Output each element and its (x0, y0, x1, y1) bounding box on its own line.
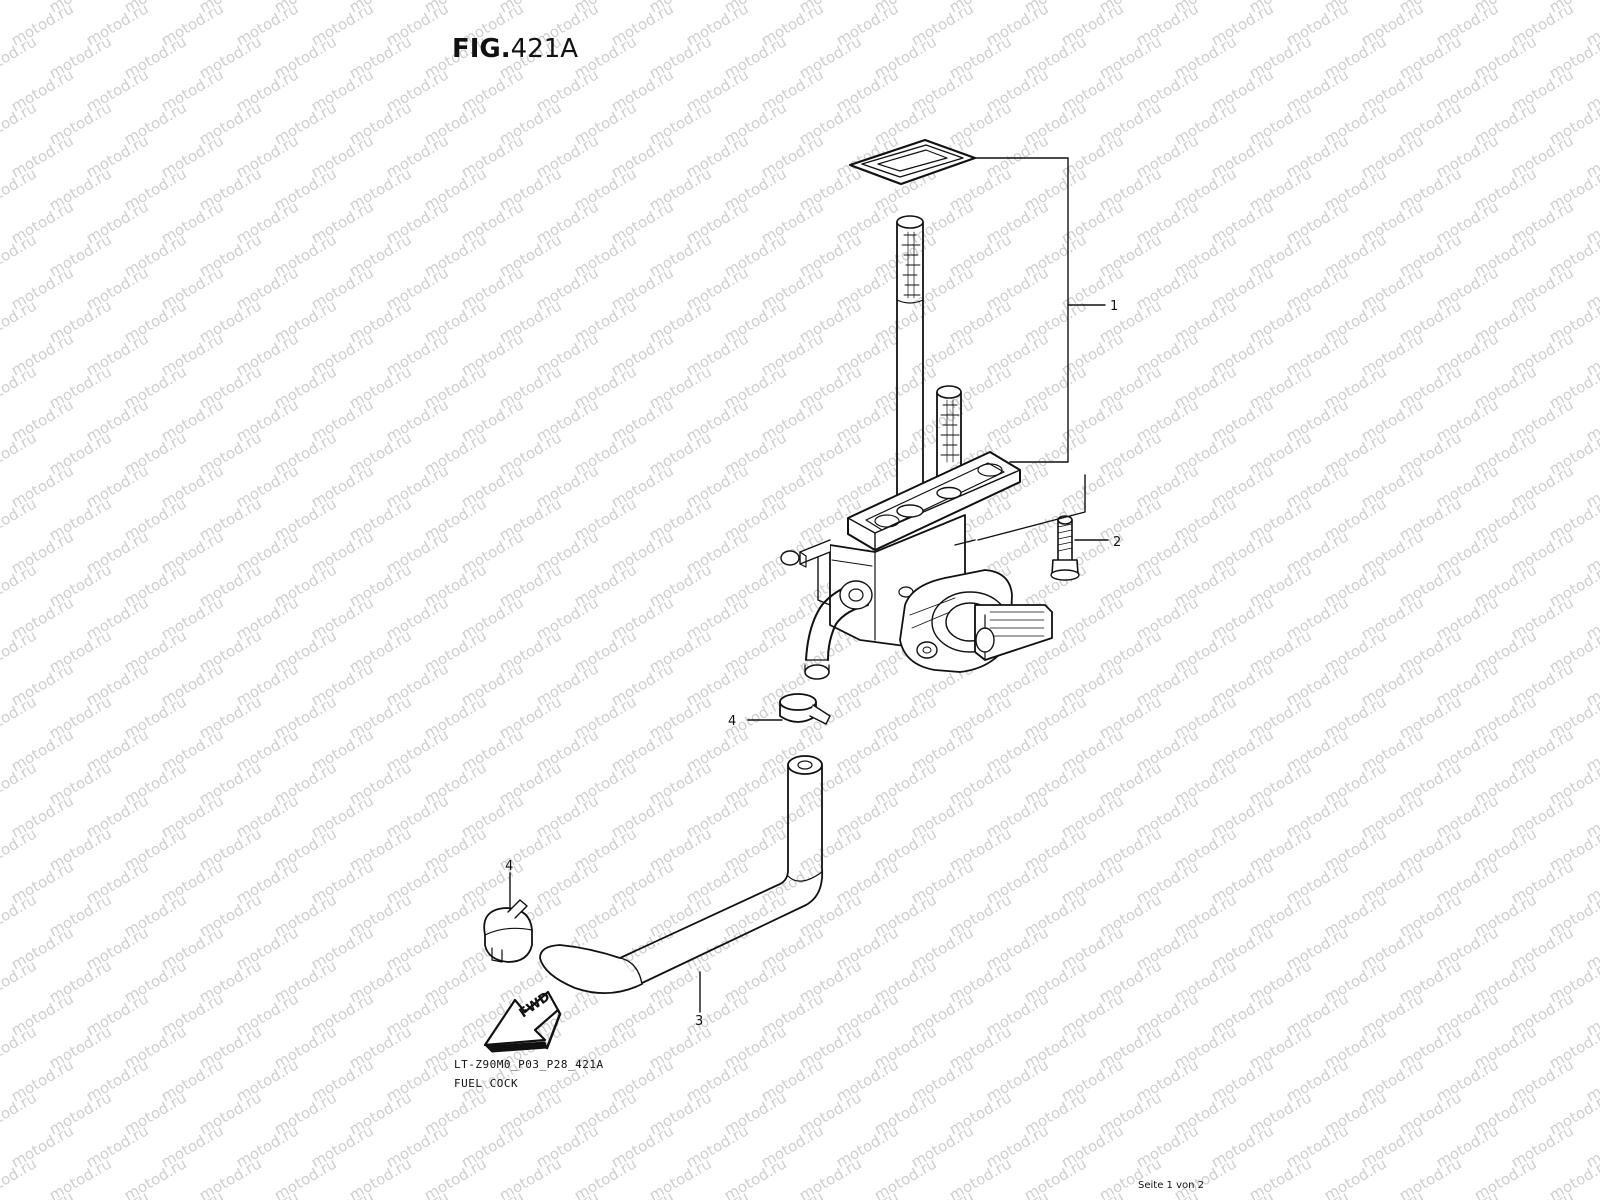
strainer-tube-long (896, 215, 924, 511)
forward-direction-arrow (483, 990, 562, 1053)
drawing-code: LT-Z90M0_P03_P28_421A (454, 1058, 604, 1071)
cock-flange (847, 451, 1021, 551)
figure-prefix: FIG (452, 34, 501, 64)
hose-clamp-lower (483, 899, 533, 963)
callout-3: 3 (695, 1014, 703, 1029)
figure-title: FIG.421A (452, 34, 579, 64)
figure-number: 421A (510, 34, 579, 64)
callout-4-lower: 4 (505, 859, 513, 874)
callout-2: 2 (1113, 535, 1121, 550)
callout-4-upper: 4 (728, 714, 736, 729)
fuel-hose (539, 755, 824, 995)
gasket-part (848, 138, 977, 186)
callout-1: 1 (1110, 299, 1118, 314)
page-indicator: Seite 1 von 2 (1138, 1180, 1204, 1191)
leader-lines (509, 157, 1109, 1013)
valve-lever (899, 569, 1053, 673)
hose-clamp-upper (779, 693, 831, 725)
drawing-name: FUEL COCK (454, 1077, 519, 1090)
screw-part (1050, 515, 1080, 581)
